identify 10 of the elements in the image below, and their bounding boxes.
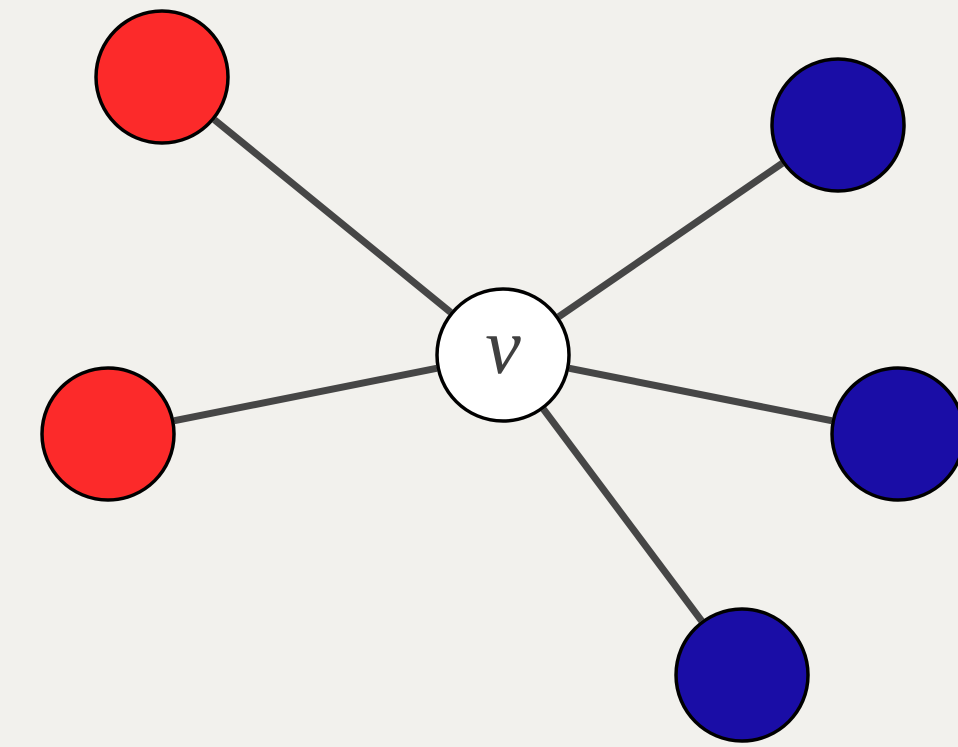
edge-line [568, 364, 832, 424]
node-circle [674, 607, 810, 743]
node-circle [40, 366, 176, 502]
edge-line [540, 407, 704, 623]
edge-line [174, 364, 438, 424]
edge-line [556, 160, 784, 320]
node-circle [770, 57, 906, 193]
node-circle [94, 9, 230, 145]
node-circle [830, 366, 958, 502]
edge-line [212, 117, 453, 315]
